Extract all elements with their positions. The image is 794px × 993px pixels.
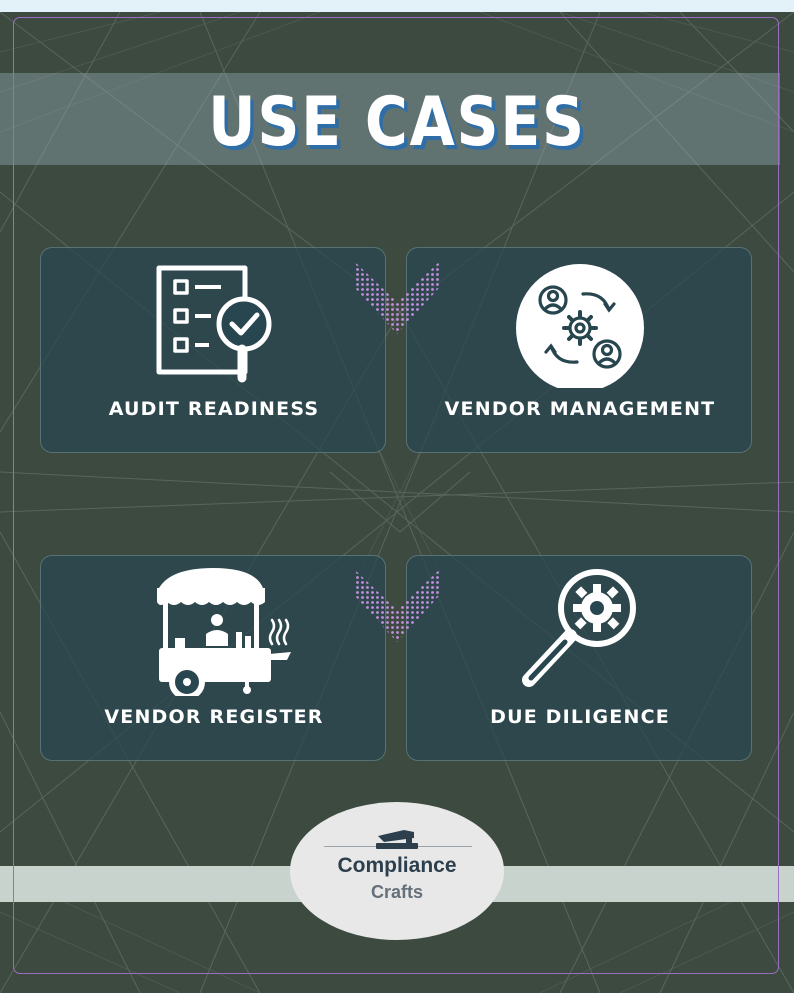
page-title: USE CASES <box>208 83 586 162</box>
people-gear-cycle-icon <box>516 264 644 388</box>
gear-magnifier-icon <box>522 569 636 687</box>
chevron-dots-decoration <box>355 262 439 334</box>
top-strip <box>0 0 794 12</box>
card-vendor-management: VENDOR MANAGEMENT <box>406 247 752 453</box>
card-label: AUDIT READINESS <box>108 398 320 420</box>
card-vendor-register: VENDOR REGISTER <box>40 555 386 761</box>
card-audit-readiness: AUDIT READINESS <box>40 247 386 453</box>
card-label: DUE DILIGENCE <box>490 706 670 728</box>
logo-text-primary: Compliance <box>337 854 457 877</box>
checklist-magnifier-icon <box>156 265 272 383</box>
chevron-dots-decoration <box>355 570 439 642</box>
poster: USE CASES AUDIT READINESS <box>0 12 794 993</box>
background-line-pattern <box>0 12 794 993</box>
card-label: VENDOR MANAGEMENT <box>444 398 716 420</box>
food-cart-icon <box>157 568 291 696</box>
compliance-crafts-logo: Compliance Crafts <box>290 802 504 940</box>
stapler-icon <box>376 830 418 849</box>
logo-text-secondary: Crafts <box>370 882 423 902</box>
card-due-diligence: DUE DILIGENCE <box>406 555 752 761</box>
logo-rule <box>416 846 472 847</box>
card-label: VENDOR REGISTER <box>104 706 324 728</box>
logo-rule <box>324 846 380 847</box>
title-band <box>0 73 780 165</box>
